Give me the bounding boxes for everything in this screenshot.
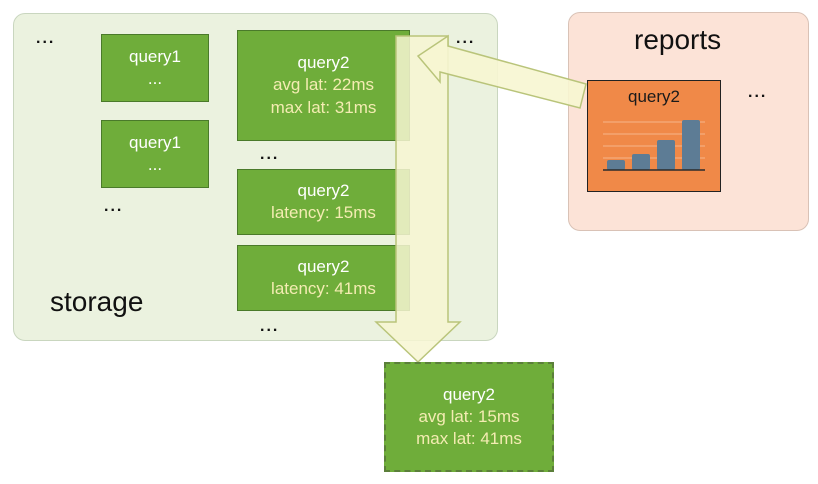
- report-card[interactable]: query2: [587, 80, 721, 192]
- query1-box: query1 ...: [101, 120, 209, 188]
- query1-title: query1: [129, 132, 181, 152]
- query2-latency-box: query2 latency: 41ms: [237, 245, 410, 311]
- query1-detail: ...: [147, 155, 163, 174]
- report-mini-chart: [602, 119, 705, 171]
- query2-result-box: query2 avg lat: 15ms max lat: 41ms: [384, 362, 554, 472]
- result-title: query2: [443, 384, 495, 404]
- storage-ellipsis-col2b: ...: [260, 318, 280, 335]
- query2-aggregate-box: query2 avg lat: 22ms max lat: 31ms: [237, 30, 410, 141]
- query2-latency: latency: 15ms: [271, 203, 376, 222]
- mini-chart-bar: [681, 119, 700, 170]
- mini-chart-bar: [656, 139, 675, 170]
- query2-title: query2: [297, 256, 350, 276]
- result-avg-latency: avg lat: 15ms: [418, 406, 520, 426]
- reports-ellipsis: ...: [748, 84, 768, 101]
- query2-title: query2: [297, 53, 350, 73]
- storage-ellipsis-top-right: ...: [456, 30, 476, 47]
- storage-ellipsis-top-left: ...: [36, 30, 56, 47]
- storage-ellipsis-col2a: ...: [260, 146, 280, 163]
- mini-chart-bar: [631, 153, 650, 170]
- reports-label: reports: [634, 24, 722, 55]
- query1-title: query1: [129, 46, 181, 66]
- query2-latency-box: query2 latency: 15ms: [237, 169, 410, 235]
- query1-detail: ...: [147, 69, 163, 88]
- query2-title: query2: [297, 180, 350, 200]
- result-max-latency: max lat: 41ms: [416, 429, 522, 449]
- mini-chart-bar: [606, 159, 625, 170]
- query2-latency: latency: 41ms: [271, 279, 376, 298]
- aggregation-arrow: [374, 35, 462, 364]
- storage-label: storage: [50, 286, 144, 317]
- storage-ellipsis-col1: ...: [104, 198, 124, 215]
- query2-max-latency: max lat: 31ms: [270, 97, 377, 117]
- query2-avg-latency: avg lat: 22ms: [272, 75, 375, 95]
- report-card-title: query2: [628, 87, 680, 106]
- report-read-arrow: [416, 34, 587, 109]
- query1-box: query1 ...: [101, 34, 209, 102]
